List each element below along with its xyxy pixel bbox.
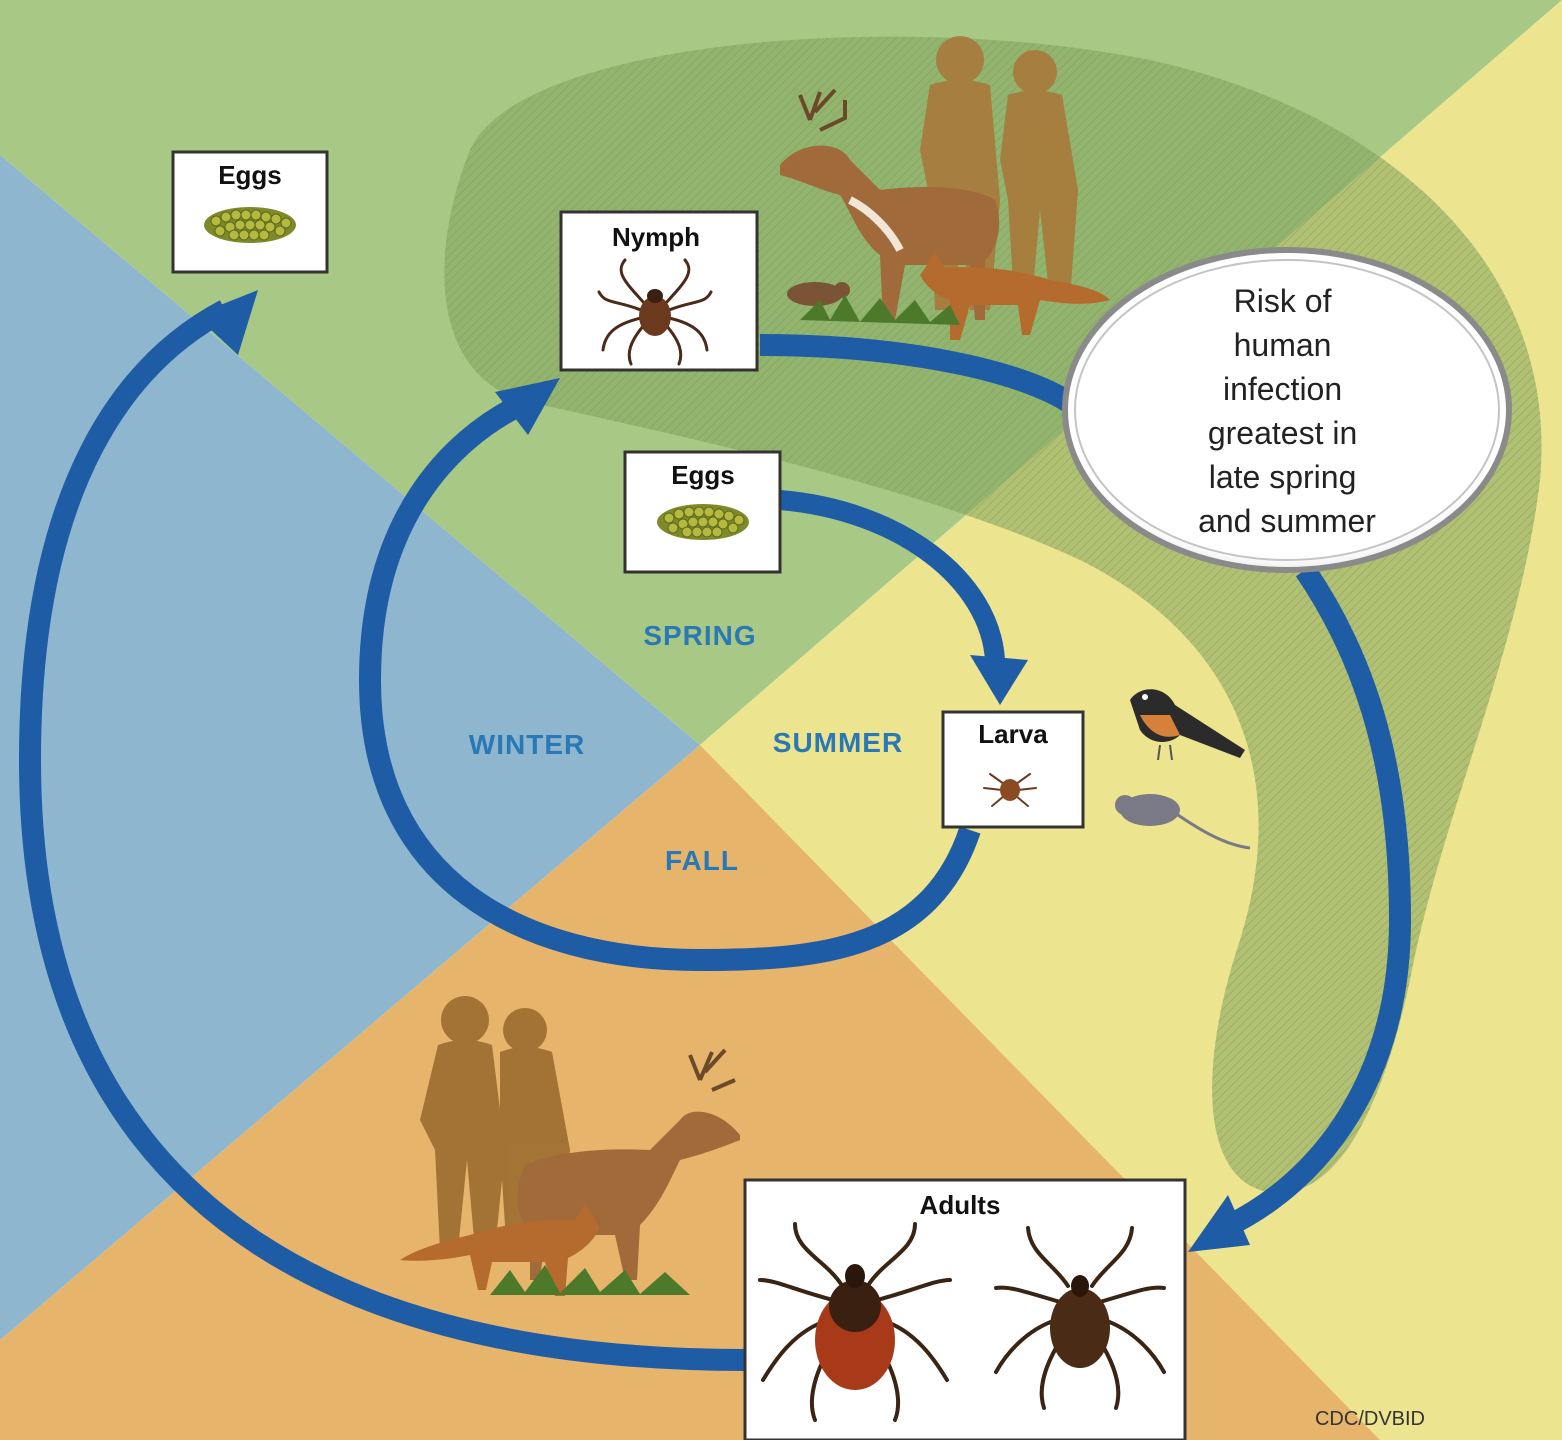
risk-line-4: greatest in	[1208, 415, 1357, 451]
egg-cluster-icon	[204, 207, 296, 243]
stage-eggs-top-label: Eggs	[218, 160, 282, 190]
stage-nymph: Nymph	[561, 212, 757, 370]
stage-eggs-top: Eggs	[173, 152, 327, 272]
risk-line-5: late spring	[1209, 459, 1357, 495]
stage-eggs-center: Eggs	[625, 452, 780, 572]
risk-line-6: and summer	[1198, 503, 1376, 539]
stage-adults-label: Adults	[920, 1190, 1001, 1220]
risk-line-2: human	[1234, 327, 1332, 363]
stage-larva-label: Larva	[978, 719, 1048, 749]
egg-cluster-icon	[657, 504, 749, 540]
season-summer-label: SUMMER	[773, 727, 903, 758]
season-winter-label: WINTER	[469, 729, 585, 760]
season-fall-label: FALL	[665, 845, 739, 876]
stage-eggs-center-label: Eggs	[671, 460, 735, 490]
risk-line-1: Risk of	[1234, 283, 1332, 319]
stage-nymph-label: Nymph	[612, 222, 700, 252]
stage-adults: Adults	[745, 1180, 1185, 1440]
stage-larva: Larva	[943, 712, 1083, 827]
credit-text: CDC/DVBID	[1315, 1408, 1425, 1430]
season-spring-label: SPRING	[643, 620, 756, 651]
risk-line-3: infection	[1223, 371, 1342, 407]
